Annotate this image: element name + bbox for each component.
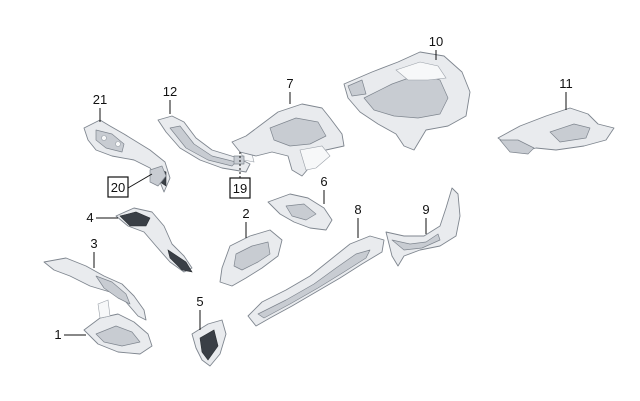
callout-10: 10 (429, 34, 443, 49)
callout-box-20 (107, 176, 129, 198)
part-1-lower-shield (83, 299, 153, 355)
callout-11: 11 (559, 76, 573, 91)
part-5-bracket (191, 319, 227, 367)
callout-leaders (64, 50, 567, 336)
callout-21: 21 (93, 92, 107, 107)
callout-box-19 (229, 177, 251, 199)
callout-12: 12 (163, 84, 177, 99)
callout-19: 19 (233, 181, 247, 196)
callout-9: 9 (422, 202, 429, 217)
part-11-flat-shield (497, 107, 615, 155)
callout-1: 1 (54, 327, 61, 342)
callout-7: 7 (286, 76, 293, 91)
part-8-side-shield (247, 235, 385, 327)
part-10-tank-shield (343, 51, 471, 151)
callout-6: 6 (320, 174, 327, 189)
part-9-bracket (385, 187, 461, 267)
part-19-clip (233, 155, 245, 165)
callout-2: 2 (242, 206, 249, 221)
part-7-tunnel-shield (231, 103, 345, 177)
part-20-bracket (149, 165, 167, 187)
part-2-shield (219, 229, 283, 287)
callout-4: 4 (86, 210, 93, 225)
callout-5: 5 (196, 294, 203, 309)
part-3-long-bracket (43, 257, 147, 321)
part-6-shield (267, 193, 333, 231)
callout-3: 3 (90, 236, 97, 251)
part-4-twisted-shield (115, 207, 193, 273)
callout-8: 8 (354, 202, 361, 217)
callout-20: 20 (111, 180, 125, 195)
